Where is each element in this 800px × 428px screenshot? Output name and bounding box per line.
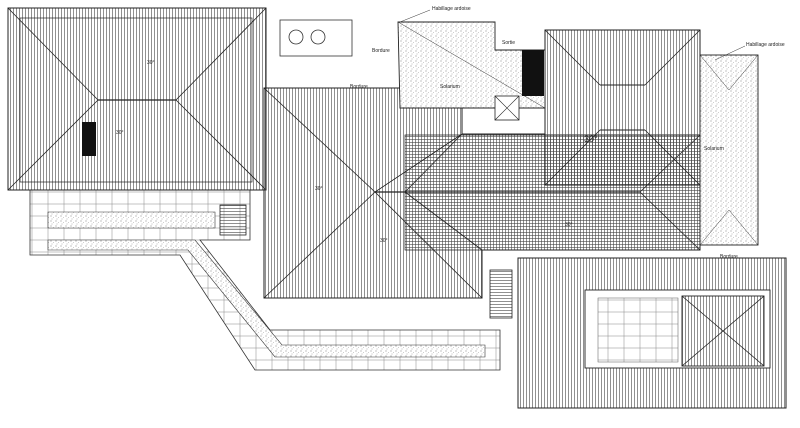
annotation-text: Bordure [372,48,390,54]
annotation-text: Solarium [704,146,724,152]
slope-label: 30° [565,222,573,228]
roof-upper-right: 30° [544,29,701,186]
slope-label: 30° [315,186,323,192]
slope-label: 30° [147,60,155,66]
roof-terrace-2: Solarium [699,54,759,246]
chimney [82,122,96,156]
staircase [219,204,513,319]
annotation-text: Habillage ardoise [746,42,785,48]
annotation-text: Solarium [440,84,460,90]
annotation-text: Bordure [720,254,738,260]
annotation-text: Bordure [350,84,368,90]
roof-left: 30° 30° [7,7,267,191]
technical-block [279,19,353,57]
roof-lower-right [517,257,787,409]
annotation-text: Habillage ardoise [432,6,471,12]
slope-label: 30° [116,130,124,136]
terrace-paving [29,189,501,371]
roof-terrace-1: Solarium [397,21,546,121]
slope-label: 30° [380,238,388,244]
annotation-text: Sortie [502,40,515,46]
slope-label: 30° [584,134,598,144]
chimney [522,50,544,96]
annotations: Habillage ardoise Habillage ardoise Bord… [350,6,785,260]
